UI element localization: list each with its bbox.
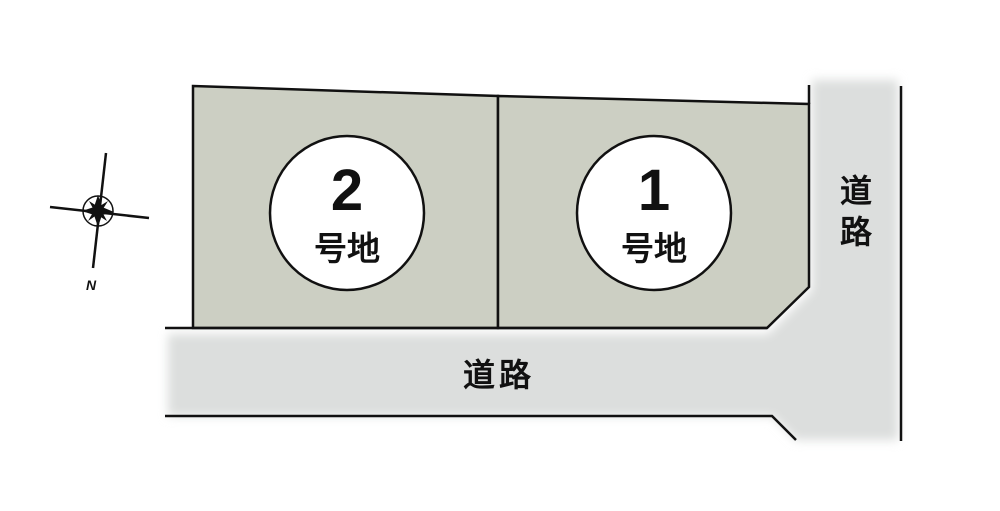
lot-2-badge: 2 号地	[268, 134, 426, 292]
road-edge-bottom	[165, 414, 797, 441]
lot-1-label: 号地	[621, 229, 687, 268]
lot-1-number: 1	[638, 158, 670, 223]
lot-1-badge: 1 号地	[575, 134, 733, 292]
road-label-right-2: 路	[840, 213, 873, 251]
compass-icon: N	[49, 152, 150, 293]
road-label-right-1: 道	[840, 172, 872, 210]
road-area	[168, 80, 898, 440]
lot-2-number: 2	[331, 158, 363, 223]
lot-2-label: 号地	[314, 229, 380, 268]
compass-north-label: N	[86, 277, 97, 293]
road-label-bottom: 道路	[463, 356, 535, 394]
